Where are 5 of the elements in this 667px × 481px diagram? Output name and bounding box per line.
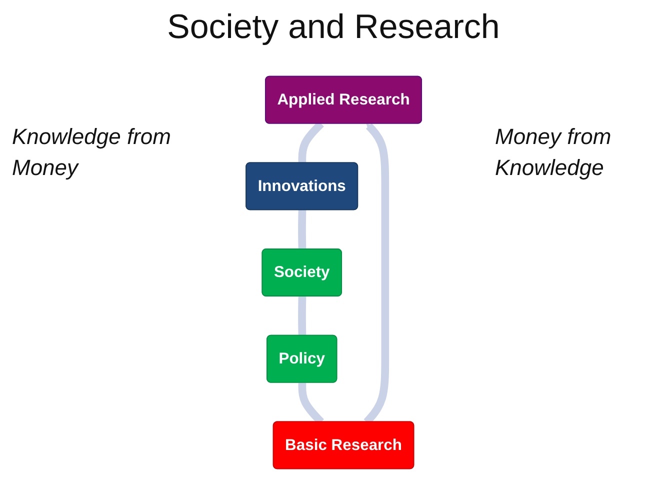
- annotation-text: Knowledge from Money: [12, 123, 172, 182]
- connector: [298, 209, 306, 250]
- diagram-title: Society and Research: [166, 8, 501, 47]
- annotation-text: Money from Knowledge: [495, 123, 612, 182]
- connector: [298, 296, 306, 336]
